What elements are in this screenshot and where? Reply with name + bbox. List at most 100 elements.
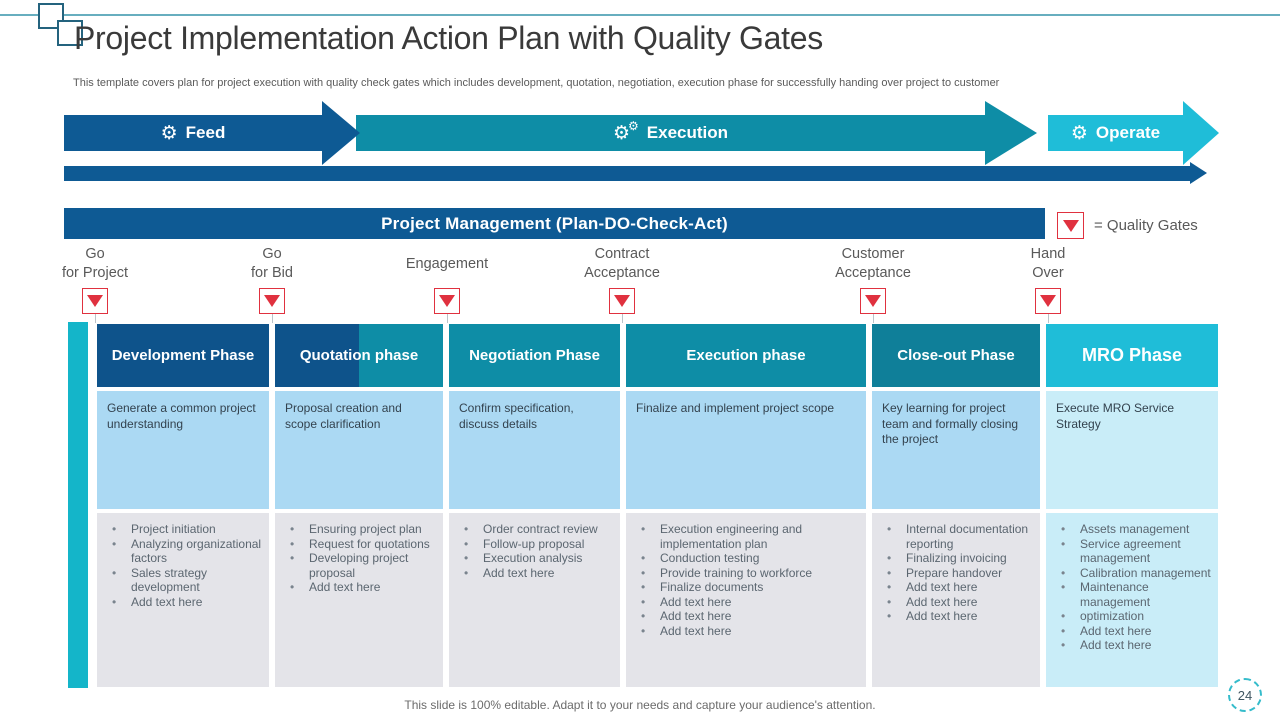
quality-gate-legend-icon [1057,212,1084,239]
phase-header: Negotiation Phase [449,324,620,387]
gate-connector [272,314,273,323]
quality-gate-triangle-icon [87,295,103,307]
decorative-squares-icon [38,3,64,29]
gate-connector [873,314,874,323]
bullet-item: Prepare handover [876,566,1036,581]
flow-step-execution: ⚙ ⚙ Execution [356,115,985,151]
gear-icon: ⚙ [160,121,178,144]
timeline-bar [64,166,1190,181]
phase-header: Execution phase [626,324,866,387]
bullet-item: Follow-up proposal [453,537,616,552]
phase-bullets: Execution engineering and implementation… [626,513,866,687]
flow-step-label: Execution [646,123,729,142]
gate-label-go-for-bid: Go for Bid [251,246,293,281]
gate-connector [622,314,623,323]
bullet-item: Provide training to workforce [630,566,862,581]
arrow-head [322,101,360,165]
bullet-item: Add text here [876,580,1036,595]
project-management-banner: Project Management (Plan-DO-Check-Act) [64,208,1045,239]
gate-connector [95,314,96,323]
phase-bullets: Ensuring project planRequest for quotati… [275,513,443,687]
bullet-item: Execution analysis [453,551,616,566]
bullet-item: Add text here [1050,638,1214,653]
quality-gate-triangle-icon [865,295,881,307]
quality-gate-icon [82,288,108,314]
phase-description: Generate a common project understanding [97,391,269,509]
flow-step-label: Operate [1095,123,1161,142]
quality-gate-icon [1035,288,1061,314]
arrow-head [1183,101,1219,165]
bullet-item: Maintenance management [1050,580,1214,609]
phase-bullets: Assets managementService agreement manag… [1046,513,1218,687]
bullet-item: Add text here [101,595,265,610]
gate-label-engagement: Engagement [405,255,489,272]
quality-gate-triangle-icon [1040,295,1056,307]
bullet-item: Internal documentation reporting [876,522,1036,551]
phase-header: Quotation phase [275,324,443,387]
bullet-item: Add text here [453,566,616,581]
phase-bullets: Order contract reviewFollow-up proposalE… [449,513,620,687]
arrow-head [985,101,1037,165]
bullet-item: Assets management [1050,522,1214,537]
bullet-item: Add text here [279,580,439,595]
flow-step-label: Feed [185,123,226,142]
phase-description: Execute MRO Service Strategy [1046,391,1218,509]
bullet-item: Project initiation [101,522,265,537]
bullet-item: Add text here [630,624,862,639]
quality-gate-triangle-icon [1062,219,1079,232]
decorative-squares-icon [57,20,83,46]
gear-icon: ⚙ [628,119,639,133]
phase-description: Finalize and implement project scope [626,391,866,509]
bullet-item: Service agreement management [1050,537,1214,566]
top-divider-line [0,14,1280,16]
quality-gate-icon [259,288,285,314]
bullet-item: Ensuring project plan [279,522,439,537]
bullet-item: Conduction testing [630,551,862,566]
phase-column-development: Development Phase Generate a common proj… [97,324,269,687]
phase-description: Proposal creation and scope clarificatio… [275,391,443,509]
flow-step-feed: ⚙ Feed [64,115,322,151]
gear-icon: ⚙ [1070,121,1088,144]
phase-bullets: Internal documentation reportingFinalizi… [872,513,1040,687]
bullet-item: Finalizing invoicing [876,551,1036,566]
phase-column-close-out: Close-out Phase Key learning for project… [872,324,1040,687]
gate-connector [447,314,448,323]
bullet-item: Add text here [630,595,862,610]
quality-gate-icon [434,288,460,314]
table-accent-bar [68,322,88,688]
phase-header: MRO Phase [1046,324,1218,387]
gate-connector [1048,314,1049,323]
quality-gate-icon [860,288,886,314]
footer-note: This slide is 100% editable. Adapt it to… [404,698,876,712]
flow-step-operate: ⚙ Operate [1048,115,1183,151]
bullet-item: Add text here [630,609,862,624]
page-number-badge: 24 [1228,678,1262,712]
bullet-item: Add text here [1050,624,1214,639]
bullet-item: Request for quotations [279,537,439,552]
bullet-item: Order contract review [453,522,616,537]
quality-gate-icon [609,288,635,314]
quality-gate-triangle-icon [614,295,630,307]
bullet-item: Finalize documents [630,580,862,595]
phase-column-quotation: Quotation phase Proposal creation and sc… [275,324,443,687]
phase-header: Close-out Phase [872,324,1040,387]
bullet-item: Execution engineering and implementation… [630,522,862,551]
bullet-item: optimization [1050,609,1214,624]
bullet-item: Add text here [876,609,1036,624]
gate-label-hand-over: Hand Over [1030,246,1066,281]
bullet-item: Add text here [876,595,1036,610]
bullet-item: Calibration management [1050,566,1214,581]
page-title: Project Implementation Action Plan with … [74,20,823,56]
quality-gate-triangle-icon [439,295,455,307]
bullet-item: Analyzing organizational factors [101,537,265,566]
phase-column-execution: Execution phase Finalize and implement p… [626,324,866,687]
phase-header: Development Phase [97,324,269,387]
phase-column-mro: MRO Phase Execute MRO Service Strategy A… [1046,324,1218,687]
gate-label-customer-acceptance: Customer Acceptance [835,246,911,281]
bullet-item: Sales strategy development [101,566,265,595]
gear-icon: ⚙ [612,121,631,144]
gate-label-contract-acceptance: Contract Acceptance [584,246,660,281]
page-subtitle: This template covers plan for project ex… [73,77,1000,89]
phase-description: Confirm specification, discuss details [449,391,620,509]
